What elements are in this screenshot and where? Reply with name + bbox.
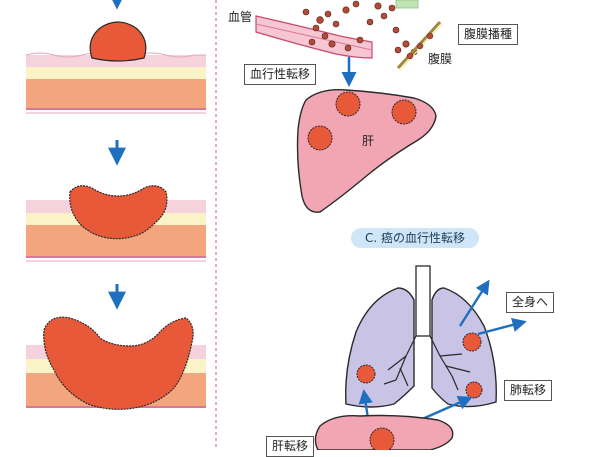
arrow-to-body-2	[477, 317, 527, 336]
label-lung-metastasis: 肺転移	[504, 380, 553, 401]
left-lung	[345, 287, 415, 408]
label-to-whole-body: 全身へ	[506, 292, 555, 313]
lung-metastasis-nodules	[356, 332, 483, 399]
tissue-stage-1	[25, 52, 206, 114]
tumor-stage-1	[89, 21, 147, 62]
label-liver-metastasis: 肝転移	[266, 436, 315, 457]
label-blood-vessel: 血管	[228, 10, 253, 24]
liver-metastasis-nodules	[307, 91, 417, 151]
tumor-stage-3	[43, 316, 194, 410]
label-liver: 肝	[362, 134, 375, 148]
label-peritoneal-dissemination: 腹膜播種	[458, 24, 519, 45]
trachea	[415, 265, 431, 337]
peritoneum-rod	[396, 20, 443, 71]
section-c-title: C. 癌の血行性転移	[351, 228, 479, 248]
arrow-to-body-1	[458, 279, 490, 327]
label-peritoneum: 腹膜	[428, 52, 453, 66]
tumor-stage-2	[69, 185, 168, 240]
label-hematogenous-metastasis: 血行性転移	[244, 64, 317, 85]
arrow-lung-right	[419, 396, 473, 422]
bronchi	[383, 335, 471, 391]
peritoneum-block	[395, 0, 419, 9]
